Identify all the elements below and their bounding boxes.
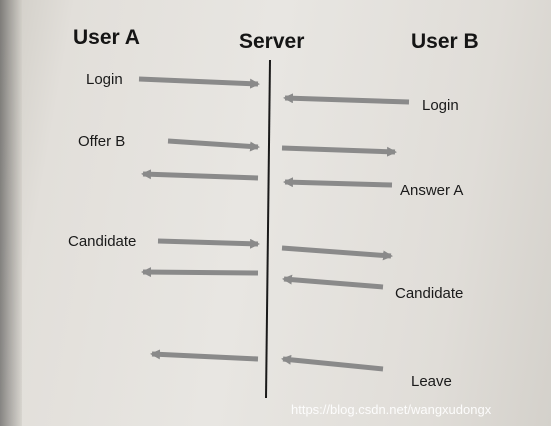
header-user-a: User A bbox=[73, 26, 140, 49]
label-answer-a: Answer A bbox=[400, 182, 463, 199]
label-offer-b: Offer B bbox=[78, 133, 125, 150]
server-lifeline bbox=[265, 59, 271, 399]
arrow-a-login-to-server bbox=[138, 76, 260, 89]
header-user-b: User B bbox=[411, 30, 479, 53]
arrows-group bbox=[138, 76, 410, 372]
watermark-text: https://blog.csdn.net/wangxudongx bbox=[291, 402, 492, 417]
label-login-b: Login bbox=[422, 97, 459, 114]
header-server: Server bbox=[239, 30, 304, 53]
label-candidate-a: Candidate bbox=[68, 233, 136, 250]
arrow-b-answer-to-server bbox=[283, 177, 393, 188]
arrow-server-offer-to-b bbox=[281, 145, 397, 157]
label-leave: Leave bbox=[411, 373, 452, 390]
arrow-b-login-to-server bbox=[283, 93, 410, 105]
label-login-a: Login bbox=[86, 71, 123, 88]
arrow-b-candidate-to-server bbox=[282, 274, 384, 290]
arrow-a-candidate-to-server bbox=[157, 238, 260, 249]
arrow-server-leave-to-a bbox=[150, 349, 259, 362]
arrow-server-candidate-to-a bbox=[141, 267, 259, 278]
arrow-server-answer-to-a bbox=[141, 169, 259, 181]
arrow-b-leave-to-server bbox=[281, 354, 384, 372]
label-candidate-b: Candidate bbox=[395, 285, 463, 302]
arrow-server-candidate-to-b bbox=[281, 245, 393, 261]
arrow-a-offer-to-server bbox=[167, 138, 260, 152]
